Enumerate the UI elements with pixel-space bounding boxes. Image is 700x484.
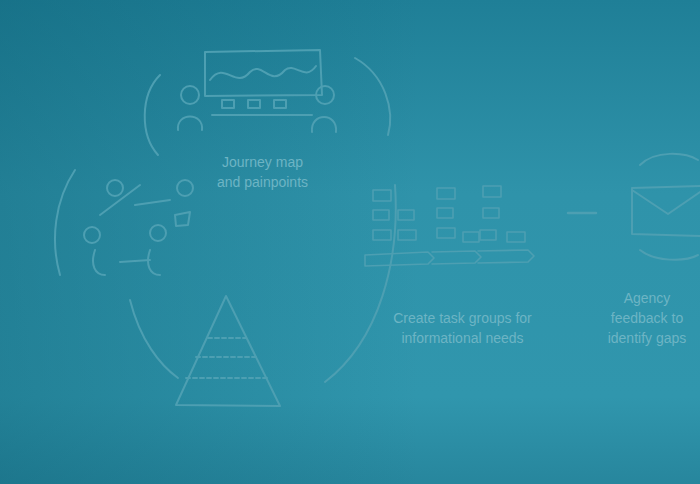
journey-map-sketch xyxy=(178,50,336,132)
step-caption: Create task groups for informational nee… xyxy=(378,308,548,348)
people-sketch xyxy=(84,180,193,275)
step-caption: Journey map and painpoints xyxy=(213,152,313,192)
cycle-bracket xyxy=(145,75,160,155)
step-node: Journey map and painpoints xyxy=(170,40,355,192)
connector-line xyxy=(568,212,596,215)
pyramid-sketch xyxy=(176,296,280,406)
step-node: Agency feedback to identify gaps xyxy=(598,180,696,348)
cycle-bracket xyxy=(55,170,75,275)
task-groups-sketch xyxy=(365,186,534,266)
cycle-bracket xyxy=(325,185,396,382)
cycle-bracket xyxy=(130,300,178,378)
step-caption: Agency feedback to identify gaps xyxy=(598,288,696,348)
envelope-sketch xyxy=(632,154,700,260)
step-node: Create task groups for informational nee… xyxy=(365,180,560,348)
cycle-bracket xyxy=(355,58,390,135)
